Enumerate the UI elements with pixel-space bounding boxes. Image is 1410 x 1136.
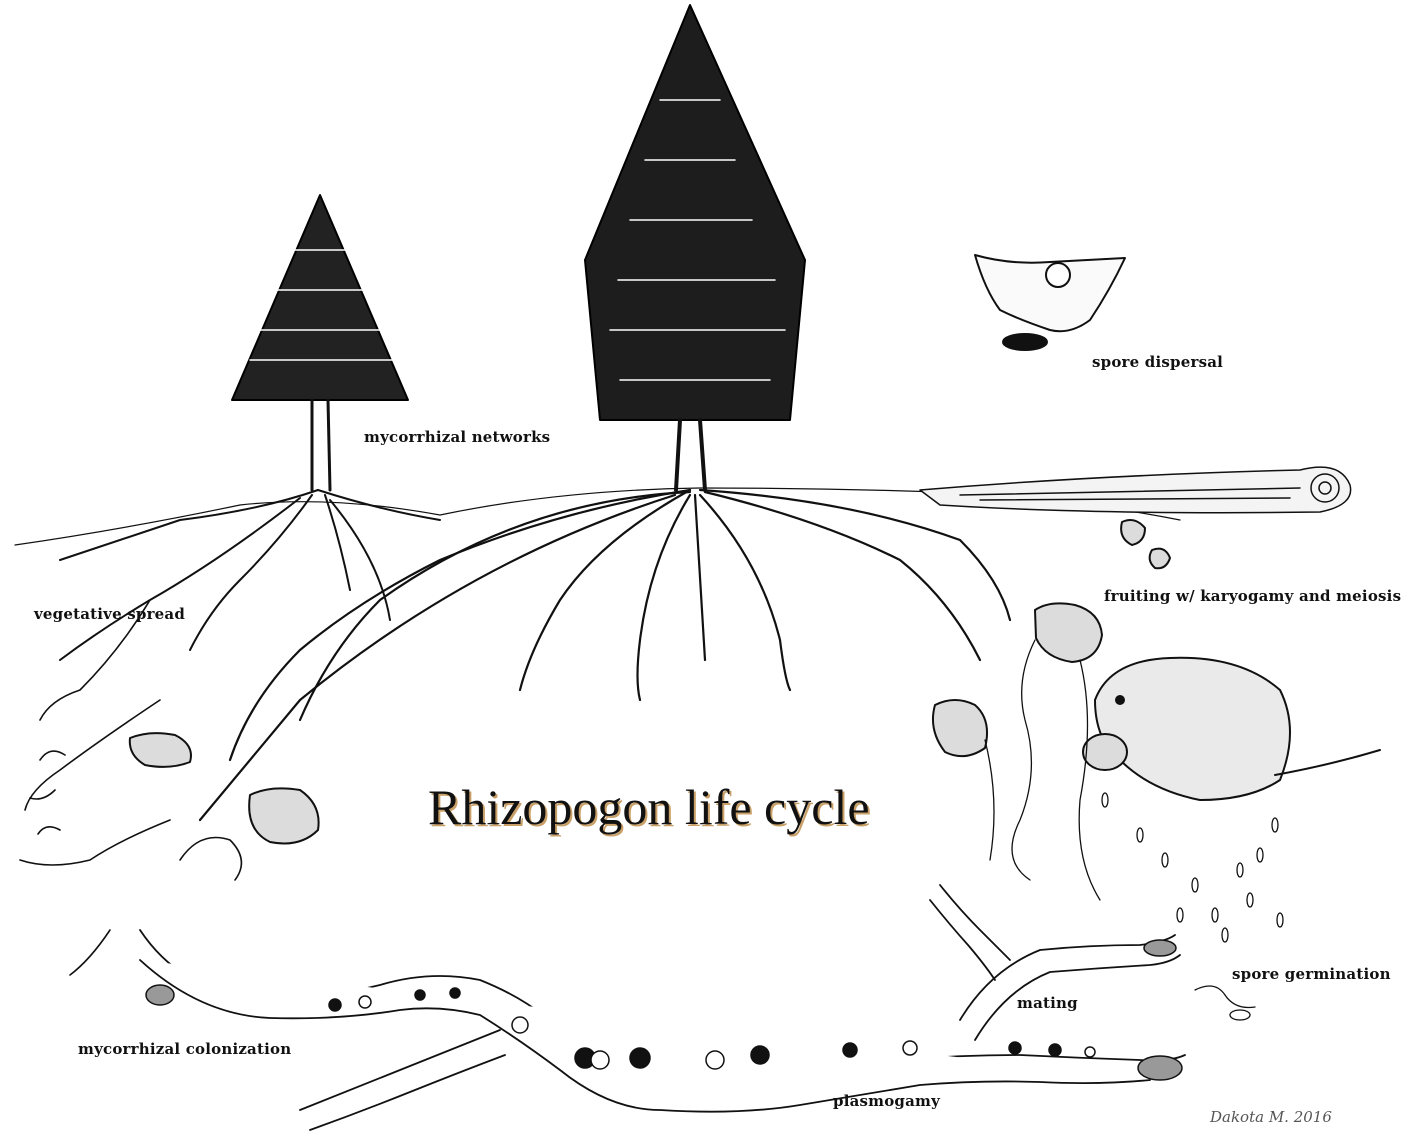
flying-squirrel: [974, 254, 1126, 351]
small-tree-roots: [59, 489, 441, 661]
small-conifer-tree: [231, 194, 409, 492]
label-vegetative-spread: vegetative spread: [34, 605, 186, 623]
truffles: [128, 519, 1171, 845]
diagram-title: Rhizopogon life cycle: [428, 779, 870, 835]
large-conifer-tree: [584, 4, 806, 492]
hyphal-chain: [139, 884, 1186, 1131]
hyphae-strands: [984, 639, 1101, 901]
vole: [1082, 656, 1381, 801]
label-spore-dispersal: spore dispersal: [1092, 353, 1224, 371]
label-spore-germination: spore germination: [1232, 965, 1391, 983]
artist-signature: Dakota M. 2016: [1210, 1108, 1332, 1126]
mycorrhizal-root-tips: [19, 599, 243, 976]
spores: [1101, 792, 1284, 1021]
label-mating: mating: [1017, 994, 1078, 1012]
nuclei: [145, 939, 1183, 1081]
label-fruiting: fruiting w/ karyogamy and meiosis: [1104, 587, 1402, 605]
label-mycorrhizal-colonization: mycorrhizal colonization: [78, 1040, 292, 1058]
large-tree-roots: [198, 488, 1012, 822]
fallen-log: [919, 466, 1352, 514]
label-plasmogamy: plasmogamy: [833, 1092, 941, 1110]
label-mycorrhizal-networks: mycorrhizal networks: [364, 428, 551, 446]
